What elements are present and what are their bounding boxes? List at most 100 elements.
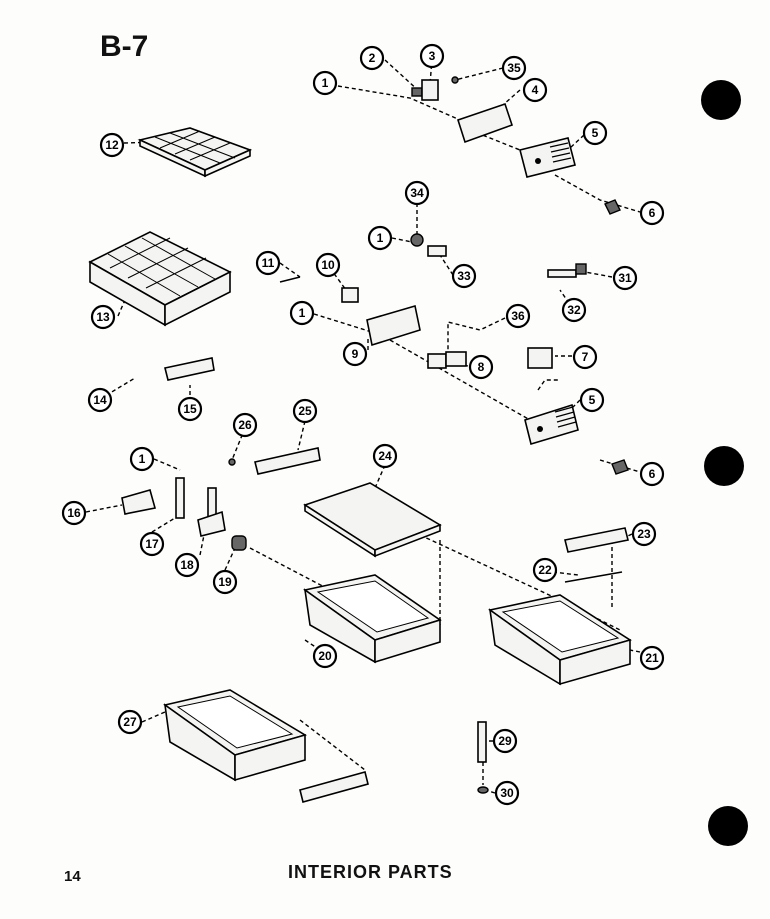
part-control-knob: [410, 233, 424, 247]
callout-11: 11: [255, 250, 281, 276]
part-crisper-rail: [564, 527, 629, 553]
callout-number: 30: [500, 786, 514, 800]
part-knob-retainer: [427, 245, 447, 257]
part-shelf-support: [254, 447, 321, 475]
callout-number: 13: [96, 310, 110, 324]
part-lower-control-plate: [366, 304, 421, 347]
callout-5-mid: 5: [579, 387, 605, 413]
part-knob-upper: [604, 199, 621, 215]
part-shapes: [88, 76, 632, 803]
callout-number: 6: [649, 467, 656, 481]
callout-number: 10: [321, 258, 335, 272]
callout-number: 16: [67, 506, 81, 520]
callout-25: 25: [292, 398, 318, 424]
callout-32: 32: [561, 297, 587, 323]
part-upper-control-housing: [519, 137, 576, 178]
part-roller: [231, 535, 247, 551]
section-title: INTERIOR PARTS: [288, 862, 453, 882]
callout-number: 3: [429, 49, 436, 63]
callout-labels: 1 2 3 35 4 5 6 12 34 1 33 31 11 10 13 1 …: [61, 43, 665, 806]
callout-number: 9: [352, 347, 359, 361]
callout-number: 31: [618, 271, 632, 285]
callout-35: 35: [501, 55, 527, 81]
callout-number: 1: [299, 306, 306, 320]
callout-number: 4: [532, 83, 539, 97]
callout-5-top: 5: [582, 120, 608, 146]
callout-15: 15: [177, 396, 203, 422]
callout-27: 27: [117, 709, 143, 735]
page-number: 14: [64, 868, 81, 885]
callout-29: 29: [492, 728, 518, 754]
binder-hole-top: [701, 80, 741, 120]
callout-number: 34: [410, 186, 424, 200]
callout-23: 23: [631, 521, 657, 547]
part-switch: [341, 287, 359, 303]
part-upper-control-plate: [456, 102, 514, 144]
callout-8-mid: 8: [468, 354, 494, 380]
callout-number: 32: [567, 303, 581, 317]
part-ice-tray: [137, 127, 253, 178]
callout-number: 27: [123, 715, 137, 729]
binder-hole-middle: [704, 446, 744, 486]
callout-17: 17: [139, 531, 165, 557]
callout-24: 24: [372, 443, 398, 469]
callout-number: 11: [262, 256, 275, 270]
callout-1-lower: 1: [129, 446, 155, 472]
callout-number: 7: [582, 350, 589, 364]
callout-7: 7: [572, 344, 598, 370]
part-crisper-rod: [564, 571, 623, 583]
part-crisper-drawer-left: [303, 574, 442, 664]
part-meat-drawer: [163, 689, 307, 782]
callout-number: 14: [93, 393, 107, 407]
part-crisper-drawer-right: [488, 594, 632, 686]
callout-9: 9: [342, 341, 368, 367]
callout-31: 31: [612, 265, 638, 291]
part-drawer-stop: [477, 721, 487, 763]
part-crisper-cover-support: [121, 489, 157, 515]
part-rivet: [451, 76, 459, 84]
callout-12: 12: [99, 132, 125, 158]
part-light-housing: [527, 347, 553, 369]
part-screw: [228, 458, 236, 466]
callout-number: 20: [318, 649, 332, 663]
part-spring: [279, 276, 301, 283]
callout-10: 10: [315, 252, 341, 278]
callout-number: 2: [369, 51, 376, 65]
callout-1-mid: 1: [289, 300, 315, 326]
callout-number: 18: [180, 558, 194, 572]
part-slide-left: [175, 477, 185, 519]
callout-number: 36: [511, 309, 525, 323]
callout-6-top: 6: [639, 200, 665, 226]
part-shelf-rail: [164, 357, 215, 381]
part-glass-shelf: [303, 482, 442, 558]
callout-1-knob: 1: [367, 225, 393, 251]
callout-number: 17: [145, 537, 159, 551]
part-slide-right: [197, 487, 226, 537]
callout-6-lower: 6: [639, 461, 665, 487]
callout-number: 6: [649, 206, 656, 220]
callout-18: 18: [174, 552, 200, 578]
callout-number: 5: [592, 126, 599, 140]
callout-number: 29: [498, 734, 512, 748]
callout-1-top: 1: [312, 70, 338, 96]
callout-21: 21: [639, 645, 665, 671]
callout-number: 24: [378, 449, 392, 463]
part-thermostat: [427, 351, 467, 369]
callout-14: 14: [87, 387, 113, 413]
callout-33: 33: [451, 263, 477, 289]
callout-13: 13: [90, 304, 116, 330]
callout-number: 1: [139, 452, 146, 466]
part-knob-lower: [611, 459, 629, 475]
callout-20: 20: [312, 643, 338, 669]
callout-number: 25: [298, 404, 312, 418]
callout-2: 2: [359, 45, 385, 71]
callout-34: 34: [404, 180, 430, 206]
part-ice-tray-cover: [88, 231, 232, 327]
callout-16: 16: [61, 500, 87, 526]
callout-number: 23: [637, 527, 651, 541]
callout-30: 30: [494, 780, 520, 806]
callout-22: 22: [532, 557, 558, 583]
callout-number: 12: [105, 138, 119, 152]
